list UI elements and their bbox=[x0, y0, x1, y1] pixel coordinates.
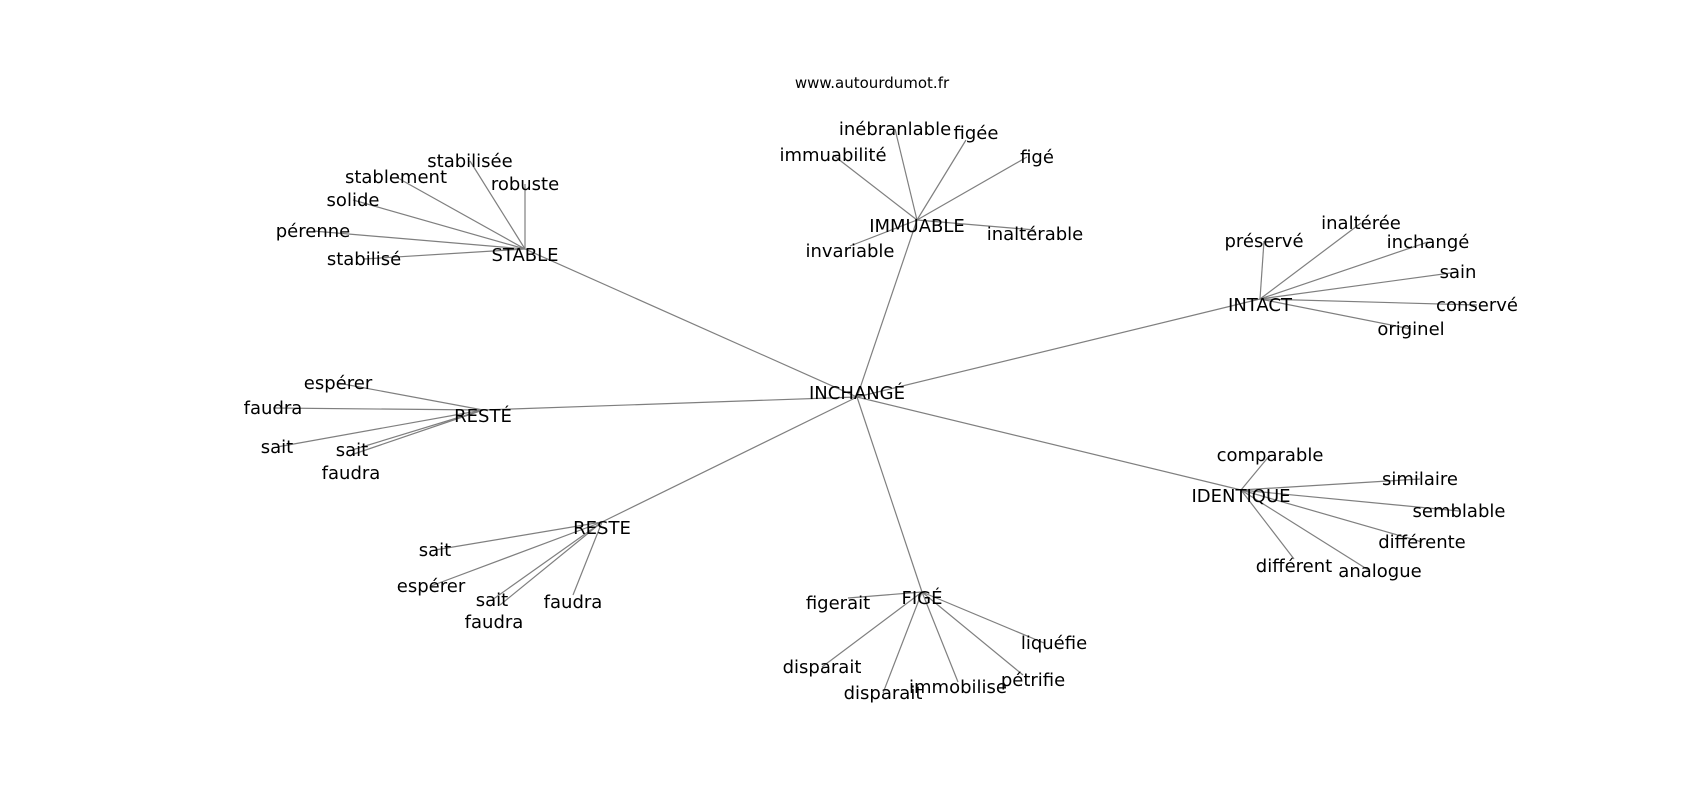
leaf-node-identique-5[interactable]: analogue bbox=[1338, 561, 1421, 582]
edge-stable-leaf-1 bbox=[395, 176, 526, 250]
edge-stable-leaf-5 bbox=[363, 248, 526, 260]
leaf-node-reste-accent-2[interactable]: sait bbox=[261, 437, 293, 458]
edge-reste-leaf-4 bbox=[499, 521, 603, 606]
edge-reste-accent-leaf-0 bbox=[337, 382, 484, 411]
leaf-node-fige-3[interactable]: immobilise bbox=[909, 677, 1007, 698]
leaf-node-reste-accent-1[interactable]: faudra bbox=[244, 398, 303, 419]
leaf-node-stable-3[interactable]: solide bbox=[327, 190, 380, 211]
leaf-node-reste-1[interactable]: espérer bbox=[397, 576, 466, 597]
edge-immuable-leaf-1 bbox=[916, 139, 967, 221]
edge-identique-leaf-2 bbox=[1240, 489, 1460, 512]
edge-center-reste-accent bbox=[482, 396, 858, 411]
leaf-node-stable-4[interactable]: pérenne bbox=[276, 221, 350, 242]
leaf-node-fige-4[interactable]: pétrifie bbox=[1001, 670, 1065, 691]
leaf-node-identique-0[interactable]: comparable bbox=[1217, 445, 1324, 466]
leaf-node-fige-0[interactable]: figerait bbox=[806, 593, 870, 614]
edge-intact-leaf-5 bbox=[1259, 298, 1412, 330]
leaf-node-intact-1[interactable]: inaltérée bbox=[1321, 213, 1401, 234]
edge-center-identique bbox=[856, 396, 1242, 491]
hub-node-intact[interactable]: INTACT bbox=[1228, 295, 1293, 316]
leaf-node-fige-1[interactable]: disparait bbox=[783, 657, 862, 678]
leaf-node-identique-2[interactable]: semblable bbox=[1413, 501, 1506, 522]
edge-fige-leaf-4 bbox=[921, 591, 1024, 676]
edge-intact-leaf-0 bbox=[1259, 240, 1265, 300]
hub-node-reste[interactable]: RESTE bbox=[573, 518, 631, 539]
edge-fige-leaf-3 bbox=[921, 591, 959, 683]
site-url: www.autourdumot.fr bbox=[795, 74, 950, 92]
leaf-node-reste-3[interactable]: faudra bbox=[544, 592, 603, 613]
edge-center-reste bbox=[601, 396, 858, 523]
leaf-node-intact-0[interactable]: préservé bbox=[1224, 231, 1303, 252]
leaf-node-fige-2[interactable]: disparait bbox=[844, 683, 923, 704]
hub-node-reste-accent[interactable]: RESTÉ bbox=[454, 405, 512, 427]
edge-fige-leaf-1 bbox=[821, 591, 923, 668]
hub-node-immuable[interactable]: IMMUABLE bbox=[869, 216, 965, 237]
edge-immuable-leaf-5 bbox=[849, 219, 918, 247]
edge-identique-leaf-5 bbox=[1240, 489, 1371, 572]
edge-fige-leaf-2 bbox=[882, 591, 923, 694]
edge-reste-leaf-3 bbox=[572, 521, 603, 596]
leaf-node-reste-0[interactable]: sait bbox=[419, 540, 451, 561]
edge-reste-accent-leaf-1 bbox=[272, 407, 484, 411]
leaf-node-immuable-0[interactable]: inébranlable bbox=[839, 119, 951, 140]
edge-reste-leaf-0 bbox=[434, 521, 603, 551]
edge-immuable-leaf-0 bbox=[894, 128, 918, 221]
edge-identique-leaf-1 bbox=[1240, 478, 1421, 491]
edge-intact-leaf-4 bbox=[1259, 298, 1478, 306]
leaf-node-reste-accent-0[interactable]: espérer bbox=[304, 373, 373, 394]
edge-intact-leaf-2 bbox=[1259, 241, 1429, 300]
leaf-node-immuable-5[interactable]: invariable bbox=[805, 241, 894, 262]
leaf-node-intact-3[interactable]: sain bbox=[1440, 262, 1477, 283]
edge-reste-leaf-1 bbox=[430, 521, 603, 587]
leaf-node-stable-5[interactable]: stabilisé bbox=[327, 249, 401, 270]
edge-stable-leaf-0 bbox=[469, 160, 526, 250]
edge-center-immuable bbox=[856, 219, 918, 398]
leaf-node-reste-4[interactable]: faudra bbox=[465, 612, 524, 633]
leaf-node-immuable-4[interactable]: inaltérable bbox=[987, 224, 1084, 245]
edge-intact-leaf-3 bbox=[1259, 271, 1459, 300]
leaf-node-reste-2[interactable]: sait bbox=[476, 590, 508, 611]
edge-intact-leaf-1 bbox=[1259, 222, 1362, 300]
edge-immuable-leaf-2 bbox=[832, 154, 918, 221]
hub-node-stable[interactable]: STABLE bbox=[491, 245, 558, 266]
edge-reste-accent-leaf-4 bbox=[350, 409, 484, 456]
leaf-node-identique-1[interactable]: similaire bbox=[1382, 469, 1458, 490]
hub-node-fige[interactable]: FIGÉ bbox=[902, 587, 943, 609]
edge-immuable-leaf-3 bbox=[916, 156, 1028, 221]
edge-identique-leaf-3 bbox=[1240, 489, 1423, 543]
edge-reste-accent-leaf-2 bbox=[276, 409, 484, 448]
edge-stable-leaf-4 bbox=[312, 230, 526, 250]
leaf-node-reste-accent-4[interactable]: faudra bbox=[322, 463, 381, 484]
leaf-node-identique-3[interactable]: différente bbox=[1378, 532, 1466, 553]
leaf-node-stable-0[interactable]: stabilisée bbox=[427, 151, 512, 172]
leaf-node-identique-4[interactable]: différent bbox=[1256, 556, 1332, 577]
edge-stable-leaf-3 bbox=[352, 199, 526, 250]
leaf-node-intact-5[interactable]: originel bbox=[1377, 319, 1444, 340]
leaf-node-intact-4[interactable]: conservé bbox=[1436, 295, 1518, 316]
edge-center-intact bbox=[856, 298, 1261, 398]
edge-immuable-leaf-4 bbox=[916, 219, 1036, 231]
hub-node-identique[interactable]: IDENTIQUE bbox=[1191, 486, 1290, 507]
edge-identique-leaf-4 bbox=[1240, 489, 1295, 560]
leaf-node-stable-1[interactable]: stablement bbox=[345, 167, 447, 188]
leaf-node-intact-2[interactable]: inchangé bbox=[1387, 232, 1470, 253]
edge-identique-leaf-0 bbox=[1240, 454, 1271, 491]
edge-center-stable bbox=[524, 248, 858, 398]
leaf-node-immuable-1[interactable]: figée bbox=[954, 123, 999, 144]
center-node-label[interactable]: INCHANGÉ bbox=[809, 382, 905, 404]
edge-fige-leaf-0 bbox=[847, 591, 923, 599]
edge-center-fige bbox=[856, 396, 923, 593]
edge-reste-leaf-2 bbox=[491, 521, 603, 601]
leaf-node-immuable-2[interactable]: immuabilité bbox=[779, 145, 886, 166]
edge-fige-leaf-5 bbox=[921, 591, 1045, 644]
edges-layer bbox=[272, 128, 1478, 694]
leaf-node-immuable-3[interactable]: figé bbox=[1020, 147, 1054, 168]
leaf-node-fige-5[interactable]: liquéfie bbox=[1021, 633, 1087, 654]
leaf-node-stable-2[interactable]: robuste bbox=[491, 174, 559, 195]
edge-reste-accent-leaf-3 bbox=[351, 409, 484, 451]
leaf-node-reste-accent-3[interactable]: sait bbox=[336, 440, 368, 461]
